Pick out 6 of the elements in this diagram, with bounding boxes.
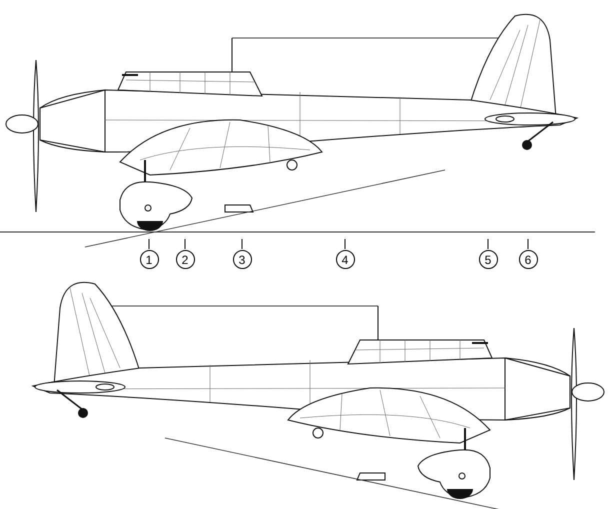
callout-number: 2 [176, 250, 194, 269]
callout-number: 3 [232, 250, 252, 269]
callout-number: 6 [518, 250, 538, 269]
callout-number: 5 [478, 250, 498, 269]
callout-number: 4 [336, 250, 354, 269]
callout-number: 1 [140, 250, 158, 269]
